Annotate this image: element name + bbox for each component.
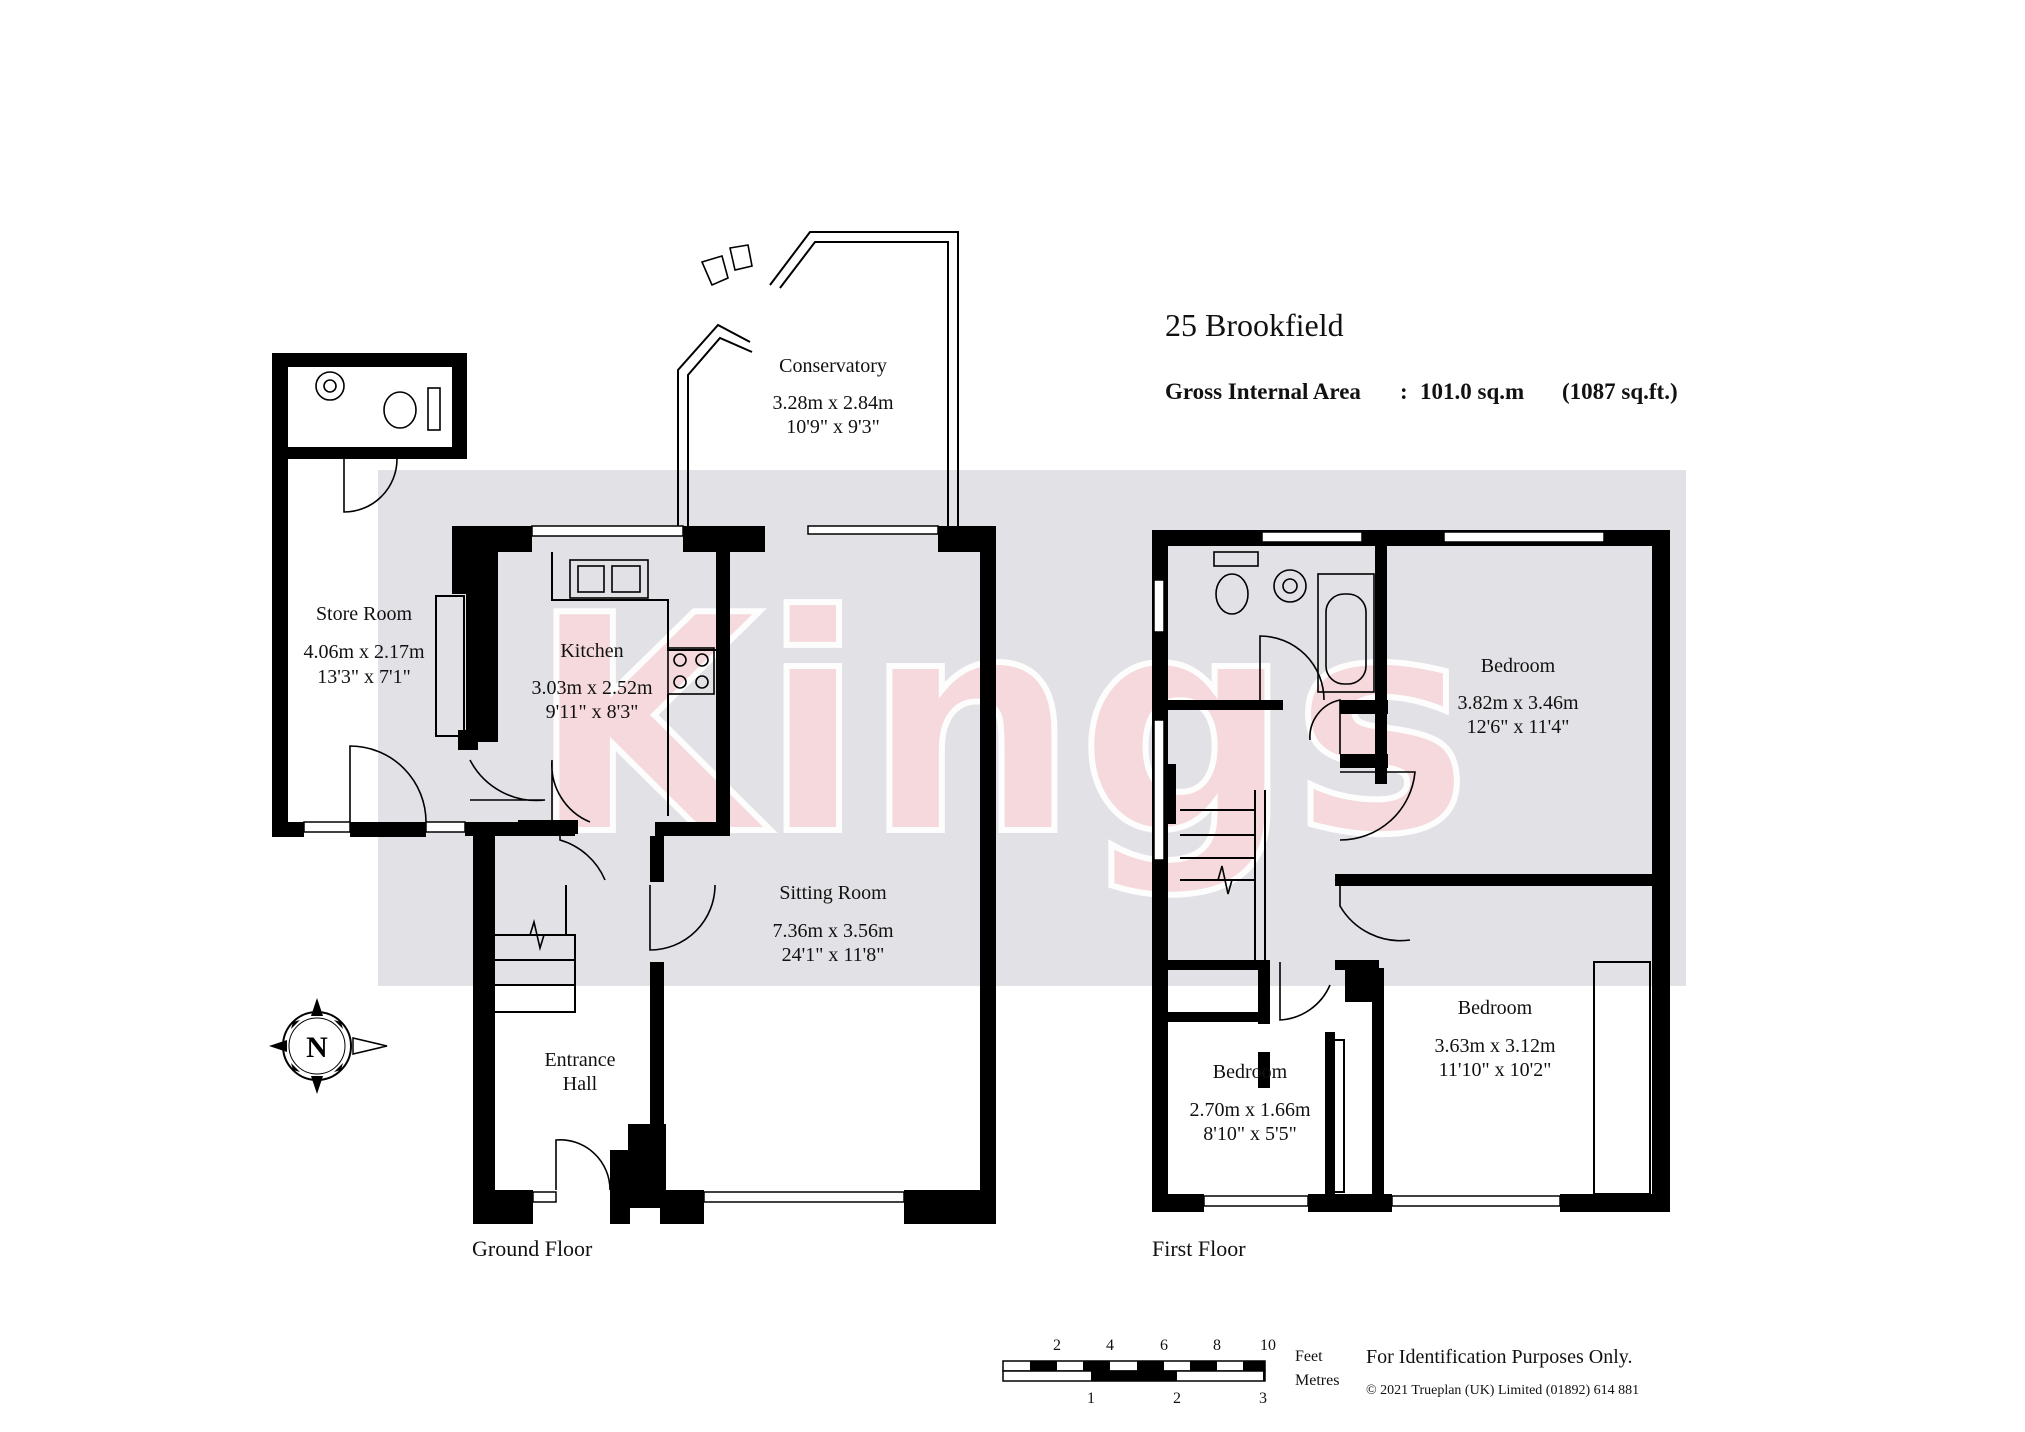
room-metric-store: 4.06m x 2.17m <box>303 641 425 663</box>
ground-floor-fixtures <box>315 244 753 1191</box>
scale-metre-tick-1: 1 <box>1087 1390 1095 1407</box>
scale-bar: 2 4 6 8 10 1 2 3 Feet Metres <box>1002 1337 1339 1407</box>
scale-metre-tick-2: 2 <box>1173 1390 1181 1407</box>
area-value: 101.0 sq.m <box>1420 379 1524 404</box>
room-metric-kitchen: 3.03m x 2.52m <box>531 677 653 699</box>
scale-feet-label: Feet <box>1295 1348 1323 1365</box>
footer-disclaimer: For Identification Purposes Only. <box>1366 1346 1632 1368</box>
floor-label-first: First Floor <box>1152 1236 1246 1261</box>
scale-feet-tick-2: 2 <box>1053 1337 1061 1354</box>
footer: For Identification Purposes Only. © 2021… <box>1366 1346 1639 1398</box>
scale-feet-tick-4: 4 <box>1106 1337 1114 1354</box>
scale-feet-tick-6: 6 <box>1160 1337 1168 1354</box>
room-name-bed2: Bedroom <box>1458 997 1533 1019</box>
scale-metres-label: Metres <box>1295 1372 1339 1389</box>
room-name-bed3: Bedroom <box>1213 1061 1288 1083</box>
first-floor-labels: Bedroom 3.82m x 3.46m 12'6" x 11'4" Bedr… <box>1152 655 1579 1261</box>
scale-metre-tick-3: 3 <box>1259 1390 1267 1407</box>
property-title: 25 Brookfield <box>1165 307 1344 343</box>
ground-floor-labels: Conservatory 3.28m x 2.84m 10'9" x 9'3" … <box>303 355 894 1261</box>
watermark: Kings <box>378 470 1686 986</box>
footer-copyright: © 2021 Trueplan (UK) Limited (01892) 614… <box>1366 1383 1639 1398</box>
room-name-hall-line2: Hall <box>563 1073 598 1095</box>
room-imperial-bed3: 8'10" x 5'5" <box>1203 1123 1297 1145</box>
room-imperial-store: 13'3" x 7'1" <box>317 666 411 688</box>
room-metric-conservatory: 3.28m x 2.84m <box>772 392 894 414</box>
room-name-store: Store Room <box>316 603 413 625</box>
room-metric-bed2: 3.63m x 3.12m <box>1434 1035 1556 1057</box>
room-imperial-bed1: 12'6" x 11'4" <box>1467 716 1570 738</box>
area-colon: : <box>1400 379 1408 404</box>
room-imperial-kitchen: 9'11" x 8'3" <box>546 701 639 723</box>
floor-label-ground: Ground Floor <box>472 1236 593 1261</box>
watermark-band <box>378 470 1686 986</box>
scale-feet-tick-8: 8 <box>1213 1337 1221 1354</box>
scale-feet-tick-10: 10 <box>1260 1337 1276 1354</box>
area-label: Gross Internal Area <box>1165 379 1361 404</box>
room-name-conservatory: Conservatory <box>779 355 887 377</box>
room-imperial-sitting: 24'1" x 11'8" <box>782 944 885 966</box>
room-name-kitchen: Kitchen <box>560 640 623 662</box>
ground-floor-walls <box>272 231 996 1224</box>
room-name-bed1: Bedroom <box>1481 655 1556 677</box>
room-metric-bed1: 3.82m x 3.46m <box>1457 692 1579 714</box>
room-name-sitting: Sitting Room <box>779 882 887 904</box>
room-imperial-bed2: 11'10" x 10'2" <box>1439 1059 1552 1081</box>
room-metric-bed3: 2.70m x 1.66m <box>1189 1099 1311 1121</box>
room-metric-sitting: 7.36m x 3.56m <box>772 920 894 942</box>
room-name-hall: Entrance <box>544 1049 615 1071</box>
room-imperial-conservatory: 10'9" x 9'3" <box>786 416 880 438</box>
watermark-logo: Kings <box>529 552 1471 901</box>
area-imperial: (1087 sq.ft.) <box>1562 379 1678 404</box>
first-floor-fixtures <box>1180 551 1651 1195</box>
compass-north-letter: N <box>306 1031 328 1064</box>
title-block: 25 Brookfield Gross Internal Area : 101.… <box>1165 307 1678 404</box>
first-floor-walls <box>1152 530 1670 1212</box>
compass-rose-icon: N <box>269 998 388 1094</box>
